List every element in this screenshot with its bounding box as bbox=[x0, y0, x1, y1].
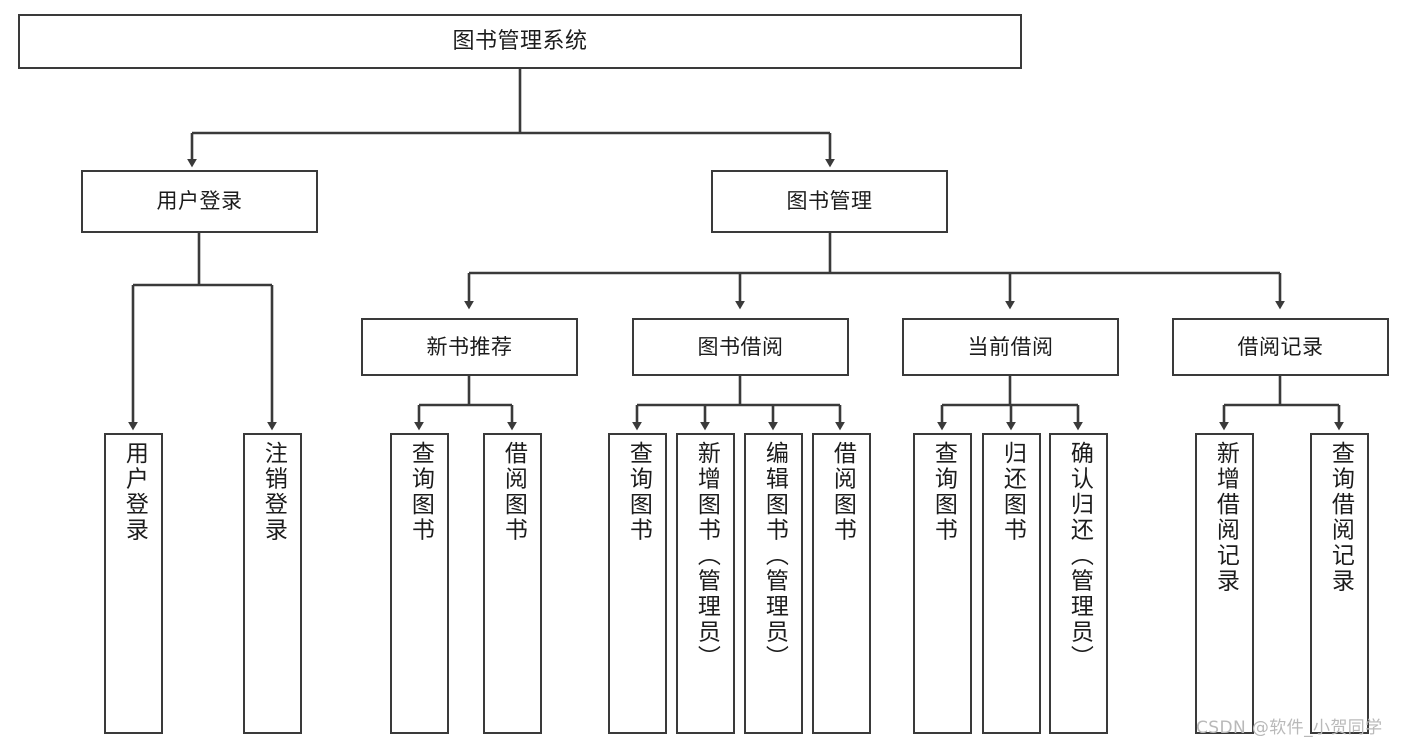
node-label: 新增图书（管理员） bbox=[693, 441, 720, 671]
node-label: 当前借阅 bbox=[967, 334, 1054, 359]
node-label: 归还图书 bbox=[999, 441, 1026, 543]
leaf-query-book-current[interactable]: 查询图书 bbox=[913, 433, 972, 734]
leaf-borrow-book-borrow[interactable]: 借阅图书 bbox=[812, 433, 871, 734]
node-label: 查询图书 bbox=[930, 441, 957, 543]
node-label: 图书管理 bbox=[786, 189, 873, 214]
node-label: 查询图书 bbox=[407, 441, 434, 543]
node-book-management[interactable]: 图书管理 bbox=[711, 170, 948, 233]
leaf-add-borrow-record[interactable]: 新增借阅记录 bbox=[1195, 433, 1254, 734]
node-new-book-recommend[interactable]: 新书推荐 bbox=[361, 318, 578, 376]
watermark: CSDN @软件_小贺同学 bbox=[1196, 718, 1383, 738]
node-label: 新增借阅记录 bbox=[1212, 441, 1239, 594]
node-book-borrow[interactable]: 图书借阅 bbox=[632, 318, 849, 376]
node-label: 编辑图书（管理员） bbox=[761, 441, 788, 671]
node-label: 新书推荐 bbox=[426, 334, 513, 359]
leaf-return-book[interactable]: 归还图书 bbox=[982, 433, 1041, 734]
node-label: 查询图书 bbox=[625, 441, 652, 543]
node-root-book-management-system[interactable]: 图书管理系统 bbox=[18, 14, 1022, 69]
leaf-query-book-borrow[interactable]: 查询图书 bbox=[608, 433, 667, 734]
leaf-borrow-book-recommend[interactable]: 借阅图书 bbox=[483, 433, 542, 734]
node-label: 图书借阅 bbox=[697, 334, 784, 359]
leaf-logout-login[interactable]: 注销登录 bbox=[243, 433, 302, 734]
node-label: 用户登录 bbox=[121, 441, 148, 543]
node-label: 查询借阅记录 bbox=[1327, 441, 1354, 594]
node-label: 借阅记录 bbox=[1237, 334, 1324, 359]
node-label: 图书管理系统 bbox=[452, 28, 588, 54]
leaf-confirm-return-admin[interactable]: 确认归还（管理员） bbox=[1049, 433, 1108, 734]
node-label: 借阅图书 bbox=[500, 441, 527, 543]
node-label: 确认归还（管理员） bbox=[1066, 441, 1093, 671]
node-user-login[interactable]: 用户登录 bbox=[81, 170, 318, 233]
leaf-user-login[interactable]: 用户登录 bbox=[104, 433, 163, 734]
leaf-edit-book-admin[interactable]: 编辑图书（管理员） bbox=[744, 433, 803, 734]
leaf-add-book-admin[interactable]: 新增图书（管理员） bbox=[676, 433, 735, 734]
node-current-borrow[interactable]: 当前借阅 bbox=[902, 318, 1119, 376]
node-borrow-record[interactable]: 借阅记录 bbox=[1172, 318, 1389, 376]
node-label: 借阅图书 bbox=[829, 441, 856, 543]
node-label: 注销登录 bbox=[260, 441, 287, 543]
leaf-query-book-recommend[interactable]: 查询图书 bbox=[390, 433, 449, 734]
node-label: 用户登录 bbox=[156, 189, 243, 214]
leaf-query-borrow-record[interactable]: 查询借阅记录 bbox=[1310, 433, 1369, 734]
